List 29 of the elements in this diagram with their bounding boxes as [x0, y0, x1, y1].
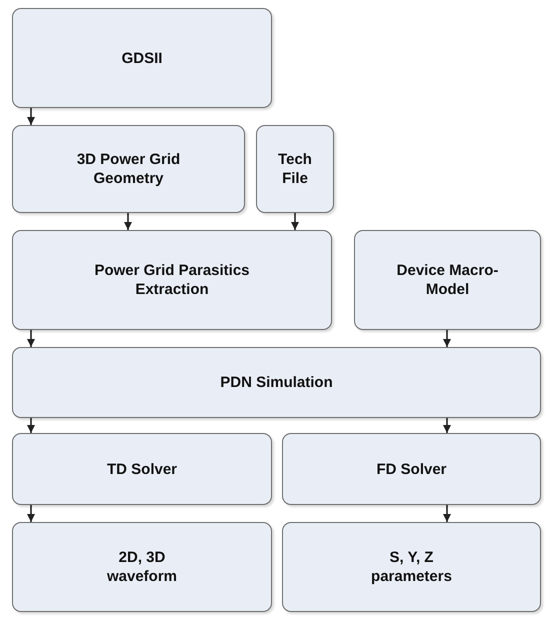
- arrow: [443, 418, 451, 433]
- box-label: Device Macro-Model: [396, 261, 500, 299]
- box-label: TD Solver: [106, 460, 178, 478]
- box-label: Power Grid Parasitics Extraction: [93, 261, 251, 299]
- box-label: FD Solver: [376, 460, 447, 478]
- box-label: GDSII: [122, 48, 162, 68]
- box-label: S, Y, Z parameters: [370, 548, 453, 586]
- process-box: [354, 230, 541, 330]
- process-box: [256, 125, 334, 213]
- process-box: [282, 433, 541, 505]
- box-label: 3D Power Grid Geometry: [76, 150, 182, 188]
- process-box: [12, 125, 245, 213]
- process-box: [12, 347, 541, 418]
- arrow: [291, 213, 299, 230]
- arrow: [27, 108, 35, 125]
- arrow: [443, 505, 451, 522]
- arrow: [27, 418, 35, 433]
- process-box: [12, 433, 272, 505]
- arrow: [27, 505, 35, 522]
- process-box: [12, 8, 272, 108]
- box-label: PDN Simulation: [220, 373, 333, 392]
- arrow: [443, 330, 451, 347]
- box-label: Tech File: [277, 150, 313, 188]
- box-label: 2D, 3D waveform: [106, 548, 178, 586]
- process-box: [12, 522, 272, 612]
- arrow: [27, 330, 35, 347]
- process-box: [282, 522, 541, 612]
- arrow: [124, 213, 132, 230]
- process-box: [12, 230, 332, 330]
